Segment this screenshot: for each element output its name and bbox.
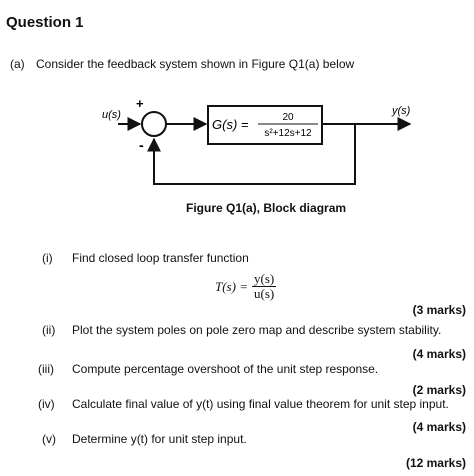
tf-fraction: y(s) u(s) — [251, 271, 277, 301]
block-denominator: s²+12s+12 — [264, 128, 312, 139]
question-iii-marks: (2 marks) — [412, 383, 466, 397]
transfer-function-equation: T(s) = y(s) u(s) — [215, 271, 277, 301]
question-iii-number: (iii) — [38, 362, 54, 376]
summing-junction — [141, 111, 167, 137]
question-heading: Question 1 — [6, 14, 84, 31]
tf-numerator: y(s) — [251, 271, 277, 287]
plus-sign: + — [136, 96, 144, 111]
question-iv-number: (iv) — [38, 397, 55, 411]
question-i-number: (i) — [42, 251, 53, 265]
plant-block — [207, 105, 323, 145]
question-i-text: Find closed loop transfer function — [72, 251, 249, 265]
question-ii-marks: (4 marks) — [412, 347, 466, 361]
feedback-path — [147, 124, 356, 185]
tf-lhs: T(s) = — [215, 278, 248, 294]
block-diagram: u(s) y(s) + - G(s) = 20 s²+12s+12 — [102, 96, 412, 185]
part-a-number: (a) — [10, 57, 25, 71]
tf-denominator: u(s) — [253, 286, 275, 301]
question-v-marks: (12 marks) — [405, 456, 466, 470]
block-numerator: 20 — [282, 112, 294, 123]
question-v-text: Determine y(t) for unit step input. — [72, 432, 247, 446]
question-iii-text: Compute percentage overshoot of the unit… — [72, 362, 379, 376]
question-ii-number: (ii) — [42, 323, 56, 337]
question-iv-marks: (4 marks) — [412, 420, 466, 434]
question-iv-text: Calculate final value of y(t) using fina… — [72, 397, 449, 411]
output-label: y(s) — [391, 105, 411, 117]
question-v-number: (v) — [42, 432, 56, 446]
input-label: u(s) — [102, 109, 121, 121]
minus-sign: - — [139, 137, 144, 153]
question-i-marks: (3 marks) — [412, 303, 466, 317]
part-a-text: Consider the feedback system shown in Fi… — [36, 57, 355, 71]
question-ii-text: Plot the system poles on pole zero map a… — [72, 323, 442, 337]
figure-caption: Figure Q1(a), Block diagram — [186, 201, 347, 215]
block-lhs: G(s) = — [212, 117, 249, 132]
